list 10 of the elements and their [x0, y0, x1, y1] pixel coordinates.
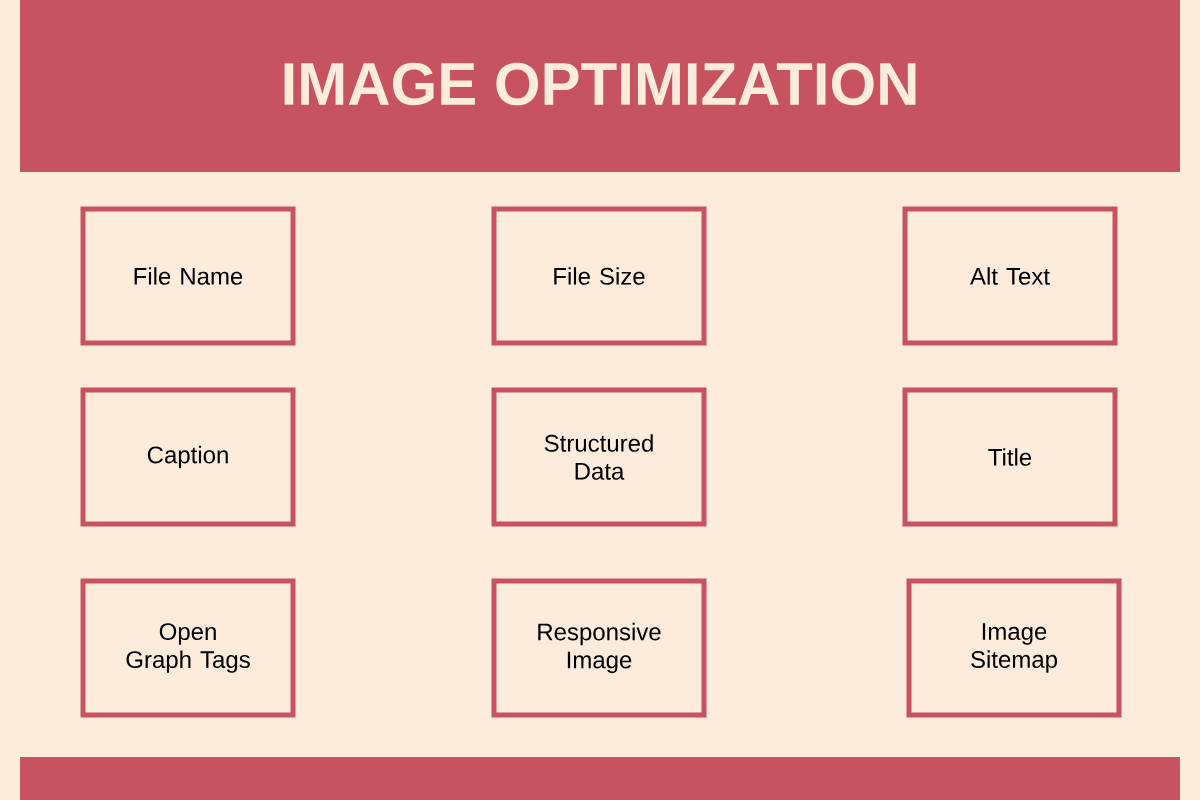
text-box: Caption — [80, 387, 296, 527]
title: IMAGE OPTIMIZATION — [284, 62, 916, 106]
text-box: Structured Data — [491, 387, 707, 527]
text-box: File Name — [80, 206, 296, 346]
text-box: Alt Text — [902, 206, 1118, 346]
text-box: Open Graph Tags — [80, 578, 296, 718]
text-box: File Size — [491, 206, 707, 346]
text-box: Image Sitemap — [906, 578, 1122, 718]
text-box: Title — [902, 387, 1118, 527]
text-box: Responsive Image — [491, 578, 707, 718]
